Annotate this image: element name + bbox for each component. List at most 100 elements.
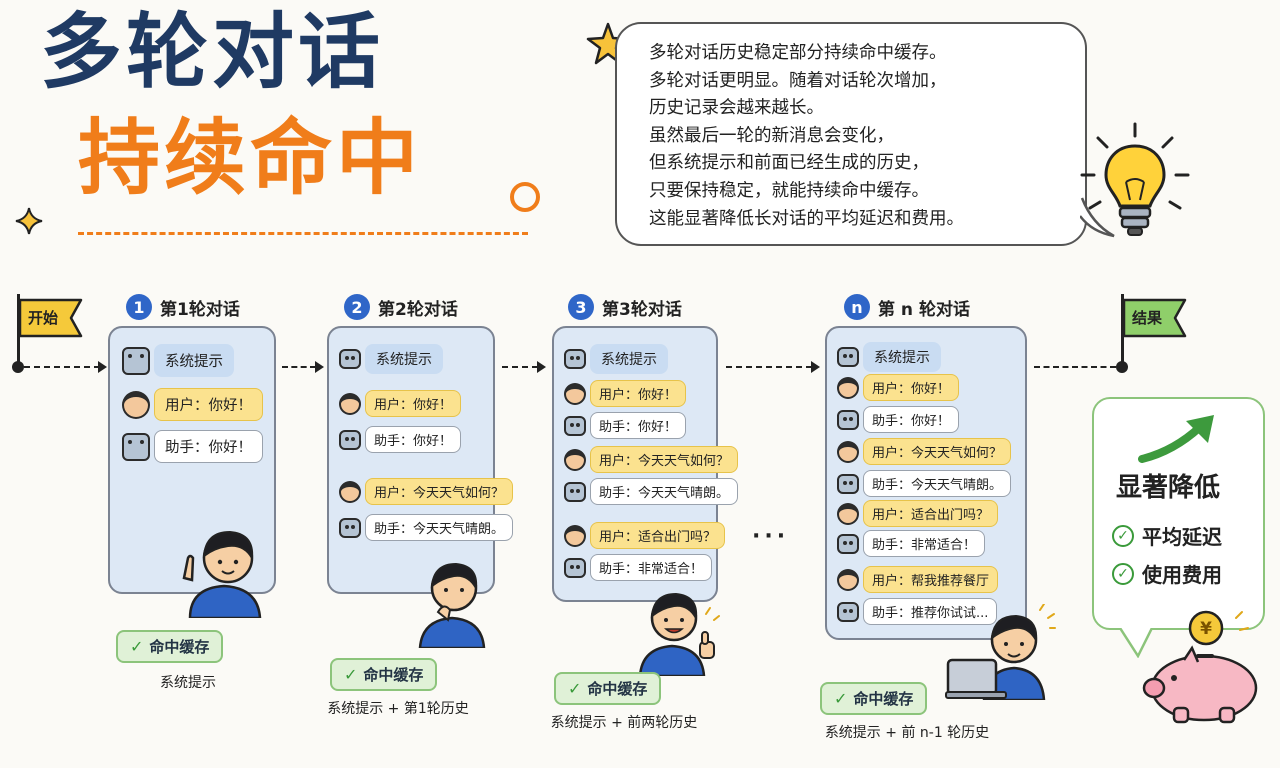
cache-hit-badge: ✓命中缓存 bbox=[330, 658, 438, 691]
title-dot bbox=[510, 182, 540, 212]
bot-avatar-icon bbox=[122, 346, 150, 375]
user-message: 用户：今天天气如何？ bbox=[590, 446, 739, 473]
user-message: 用户：今天天气如何？ bbox=[863, 438, 1012, 465]
turn-n-card: 系统提示 用户：你好！ 助手：你好！ 用户：今天天气如何？ 助手：今天天气晴朗。… bbox=[825, 326, 1027, 640]
assistant-message: 助手：你好！ bbox=[590, 412, 687, 439]
turn-number: 2 bbox=[344, 294, 370, 320]
sparkle-icon bbox=[15, 207, 43, 235]
user-avatar-icon bbox=[837, 440, 859, 463]
system-prompt: 系统提示 bbox=[863, 342, 941, 372]
user-message: 用户：帮我推荐餐厅 bbox=[863, 566, 999, 593]
turn-1-header: 1 第1轮对话 bbox=[126, 294, 240, 320]
bubble-line: 只要保持稳定，就能持续命中缓存。 bbox=[649, 180, 929, 201]
turn-2-card: 系统提示 用户：你好！ 助手：你好！ 用户：今天天气如何？ 助手：今天天气晴朗。 bbox=[327, 326, 514, 594]
check-icon: ✓ bbox=[130, 637, 144, 656]
assistant-message: 助手：今天天气晴朗。 bbox=[590, 478, 739, 505]
assistant-message: 助手：非常适合！ bbox=[863, 530, 986, 557]
message-row: 系统提示 bbox=[837, 342, 941, 372]
connector bbox=[24, 366, 100, 368]
connector bbox=[282, 366, 316, 368]
bubble-line: 多轮对话历史稳定部分持续命中缓存。 bbox=[649, 43, 947, 63]
message-row: 助手：非常适合！ bbox=[564, 554, 713, 581]
connector bbox=[1034, 366, 1116, 368]
start-flag-icon bbox=[19, 298, 83, 338]
turn-label: 第3轮对话 bbox=[602, 299, 682, 320]
explanation-bubble: 多轮对话历史稳定部分持续命中缓存。多轮对话更明显。随着对话轮次增加，历史记录会越… bbox=[615, 22, 1087, 246]
message-row: 助手：推荐你试试... bbox=[837, 598, 998, 625]
bubble-line: 历史记录会越来越长。 bbox=[649, 98, 824, 119]
start-label: 开始 bbox=[28, 309, 59, 327]
message-row: 助手：你好！ bbox=[339, 426, 462, 453]
title-line-1: 多轮对话 bbox=[40, 5, 385, 100]
turn-label: 第1轮对话 bbox=[160, 299, 240, 320]
message-row: 助手：今天天气晴朗。 bbox=[564, 478, 739, 505]
user-avatar-icon bbox=[564, 448, 586, 471]
check-icon: ✓ bbox=[344, 665, 358, 684]
turn-label: 第2轮对话 bbox=[378, 299, 458, 320]
user-avatar-icon bbox=[339, 392, 361, 415]
message-row: 用户：适合出门吗？ bbox=[837, 500, 999, 527]
bot-avatar-icon bbox=[564, 349, 586, 369]
connector-arrow bbox=[315, 361, 324, 373]
system-prompt: 系统提示 bbox=[365, 344, 443, 374]
bot-avatar-icon bbox=[837, 347, 859, 367]
user-avatar-icon bbox=[564, 524, 586, 547]
bot-avatar-icon bbox=[564, 557, 586, 578]
bubble-line: 虽然最后一轮的新消息会变化， bbox=[649, 125, 894, 146]
message-row: 用户：你好！ bbox=[339, 390, 462, 417]
assistant-message: 助手：你好！ bbox=[863, 406, 960, 433]
assistant-message: 助手：非常适合！ bbox=[590, 554, 713, 581]
message-row: 助手：你好！ bbox=[122, 430, 263, 463]
assistant-message: 助手：今天天气晴朗。 bbox=[863, 470, 1012, 497]
message-row: 用户：适合出门吗？ bbox=[564, 522, 726, 549]
user-avatar-icon bbox=[339, 480, 361, 503]
bot-avatar-icon bbox=[339, 349, 361, 369]
bubble-text: 多轮对话历史稳定部分持续命中缓存。多轮对话更明显。随着对话轮次增加，历史记录会越… bbox=[649, 40, 1063, 233]
cache-hit-label: 命中缓存 bbox=[587, 680, 648, 698]
user-avatar-icon bbox=[122, 390, 150, 419]
system-prompt: 系统提示 bbox=[154, 344, 234, 377]
user-avatar-icon bbox=[837, 502, 859, 525]
bot-avatar-icon bbox=[564, 481, 586, 502]
turn-2-header: 2 第2轮对话 bbox=[344, 294, 458, 320]
message-row: 助手：非常适合！ bbox=[837, 530, 986, 557]
message-row: 助手：你好！ bbox=[564, 412, 687, 439]
user-avatar-icon bbox=[564, 382, 586, 405]
check-icon: ✓ bbox=[834, 689, 848, 708]
user-message: 用户：适合出门吗？ bbox=[863, 500, 999, 527]
user-message: 用户：你好！ bbox=[863, 374, 960, 401]
turn-number: 3 bbox=[568, 294, 594, 320]
end-flag-icon bbox=[1123, 298, 1187, 338]
message-row: 系统提示 bbox=[339, 344, 443, 374]
end-dot bbox=[1116, 361, 1128, 373]
result-box: 显著降低 ✓平均延迟 ✓使用费用 bbox=[1092, 397, 1265, 630]
title-underline bbox=[78, 232, 528, 235]
cache-hit-label: 命中缓存 bbox=[149, 638, 210, 656]
bot-avatar-icon bbox=[339, 429, 361, 450]
assistant-message: 助手：今天天气晴朗。 bbox=[365, 514, 514, 541]
user-avatar-icon bbox=[837, 376, 859, 399]
turn-number: n bbox=[844, 294, 870, 320]
bubble-line: 这能显著降低长对话的平均延迟和费用。 bbox=[649, 208, 964, 229]
message-row: 用户：你好！ bbox=[122, 388, 263, 421]
turn-n-header: n 第 n 轮对话 bbox=[844, 294, 970, 320]
result-item-label: 使用费用 bbox=[1142, 563, 1222, 587]
connector bbox=[726, 366, 812, 368]
bot-avatar-icon bbox=[837, 601, 859, 622]
assistant-message: 助手：推荐你试试... bbox=[863, 598, 998, 625]
message-row: 助手：今天天气晴朗。 bbox=[837, 470, 1012, 497]
result-box-tail bbox=[1118, 628, 1154, 658]
connector-arrow bbox=[537, 361, 546, 373]
cache-hit-badge: ✓ 命中缓存 bbox=[116, 630, 224, 663]
ellipsis: ··· bbox=[752, 524, 790, 549]
coin-symbol: ¥ bbox=[1200, 619, 1212, 639]
bot-avatar-icon bbox=[837, 533, 859, 554]
user-message: 用户：你好！ bbox=[590, 380, 687, 407]
cache-hit-caption: 系统提示 + 第1轮历史 bbox=[327, 701, 469, 717]
lightbulb-icon bbox=[1080, 122, 1190, 236]
connector-arrow bbox=[811, 361, 820, 373]
piggy-bank-icon: ¥ bbox=[1142, 610, 1258, 724]
system-prompt: 系统提示 bbox=[590, 344, 668, 374]
turn-3-card: 系统提示 用户：你好！ 助手：你好！ 用户：今天天气如何？ 助手：今天天气晴朗。… bbox=[552, 326, 739, 602]
cache-hit-label: 命中缓存 bbox=[853, 690, 914, 708]
